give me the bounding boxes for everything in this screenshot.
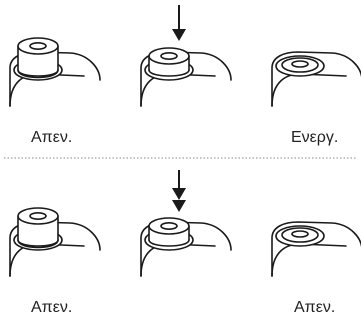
row2-left-button-released bbox=[9, 207, 101, 277]
row1-left-state-label: Απεν. bbox=[31, 129, 73, 146]
row1-right-state-label: Ενεργ. bbox=[291, 129, 339, 146]
row2-left-state-label: Απεν. bbox=[31, 299, 73, 316]
row1-right-button-pressed bbox=[271, 51, 361, 107]
row2-right-button-pressed bbox=[271, 221, 361, 277]
row2-middle-button-half-pressed bbox=[140, 217, 232, 277]
double-down-arrow-icon bbox=[171, 169, 187, 213]
row1-middle-button-half-pressed bbox=[140, 47, 232, 107]
down-arrow-icon bbox=[171, 4, 187, 42]
row1-left-button-released bbox=[9, 37, 101, 107]
row2-right-state-label: Απεν. bbox=[294, 299, 336, 316]
